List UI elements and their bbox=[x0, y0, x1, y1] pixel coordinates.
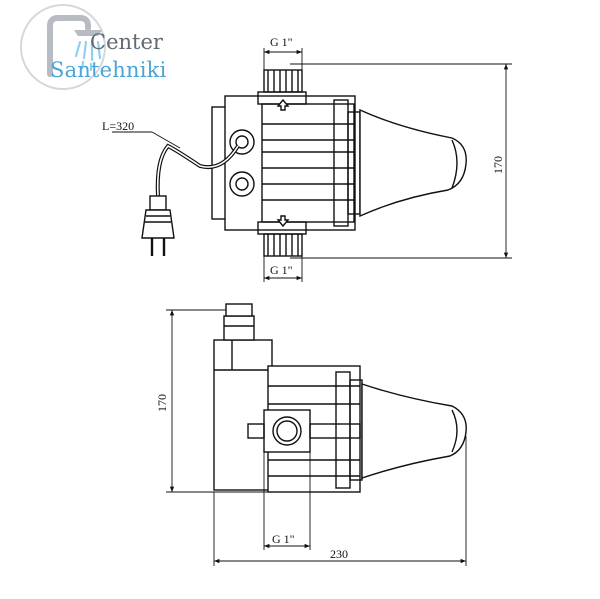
side-control-box bbox=[213, 339, 273, 491]
brand-logo: Center Santehniki bbox=[14, 2, 174, 90]
side-view bbox=[213, 303, 467, 493]
side-thread-label: G 1" bbox=[272, 532, 295, 546]
bottom-thread-label: G 1" bbox=[270, 263, 293, 277]
top-view-dimensions bbox=[112, 48, 512, 282]
pressure-cap-outline bbox=[359, 108, 467, 218]
flow-arrow-up-icon bbox=[276, 98, 290, 111]
cable-gland-bottom bbox=[229, 171, 255, 197]
side-pressure-cap bbox=[361, 383, 467, 479]
logo-text-santehniki: Santehniki bbox=[50, 58, 167, 82]
plug-body bbox=[149, 195, 167, 211]
side-cable-gland bbox=[223, 315, 255, 341]
cable-length-label: L=320 bbox=[102, 119, 134, 133]
top-height-label: 170 bbox=[491, 156, 505, 174]
logo-text-center: Center bbox=[90, 30, 163, 54]
flow-arrow-down-icon bbox=[276, 215, 290, 228]
width-label: 230 bbox=[330, 547, 348, 561]
side-view-dimensions bbox=[166, 309, 467, 566]
top-thread-label: G 1" bbox=[270, 35, 293, 49]
logo-ring bbox=[20, 4, 106, 90]
top-view bbox=[141, 69, 467, 257]
side-height-label: 170 bbox=[155, 394, 169, 412]
top-outlet-thread bbox=[263, 69, 303, 93]
side-inlet-port bbox=[263, 409, 311, 453]
shower-faucet-icon bbox=[47, 15, 102, 77]
bottom-inlet-thread bbox=[263, 233, 303, 257]
